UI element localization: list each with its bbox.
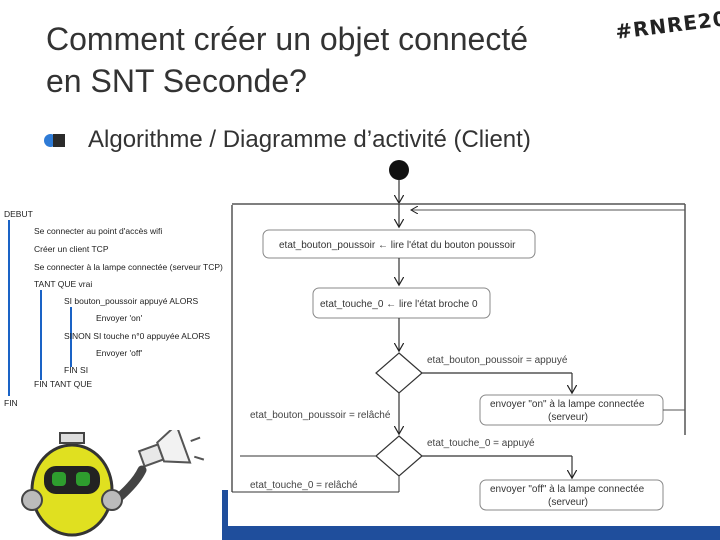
bottom-band [222, 526, 720, 540]
robot-mascot-icon [0, 430, 230, 540]
action-send-on-sublabel: (serveur) [548, 412, 588, 423]
action-send-on-label: envoyer "on" à la lampe connectée [490, 399, 645, 410]
action-read-button-label: etat_bouton_poussoir ← lire l'état du bo… [279, 240, 516, 251]
action-read-pin-label: etat_touche_0 ← lire l'état broche 0 [320, 299, 478, 310]
guard-key-pressed: etat_touche_0 = appuyé [427, 438, 535, 449]
guard-button-pressed: etat_bouton_poussoir = appuyé [427, 355, 568, 366]
decision-key-node [376, 436, 422, 476]
guard-button-released: etat_bouton_poussoir = relâché [250, 410, 391, 421]
initial-node [389, 160, 409, 180]
action-send-off-label: envoyer "off" à la lampe connectée [490, 484, 645, 495]
action-send-off-sublabel: (serveur) [548, 497, 588, 508]
guard-key-released: etat_touche_0 = relâché [250, 480, 358, 491]
decision-button-node [376, 353, 422, 393]
